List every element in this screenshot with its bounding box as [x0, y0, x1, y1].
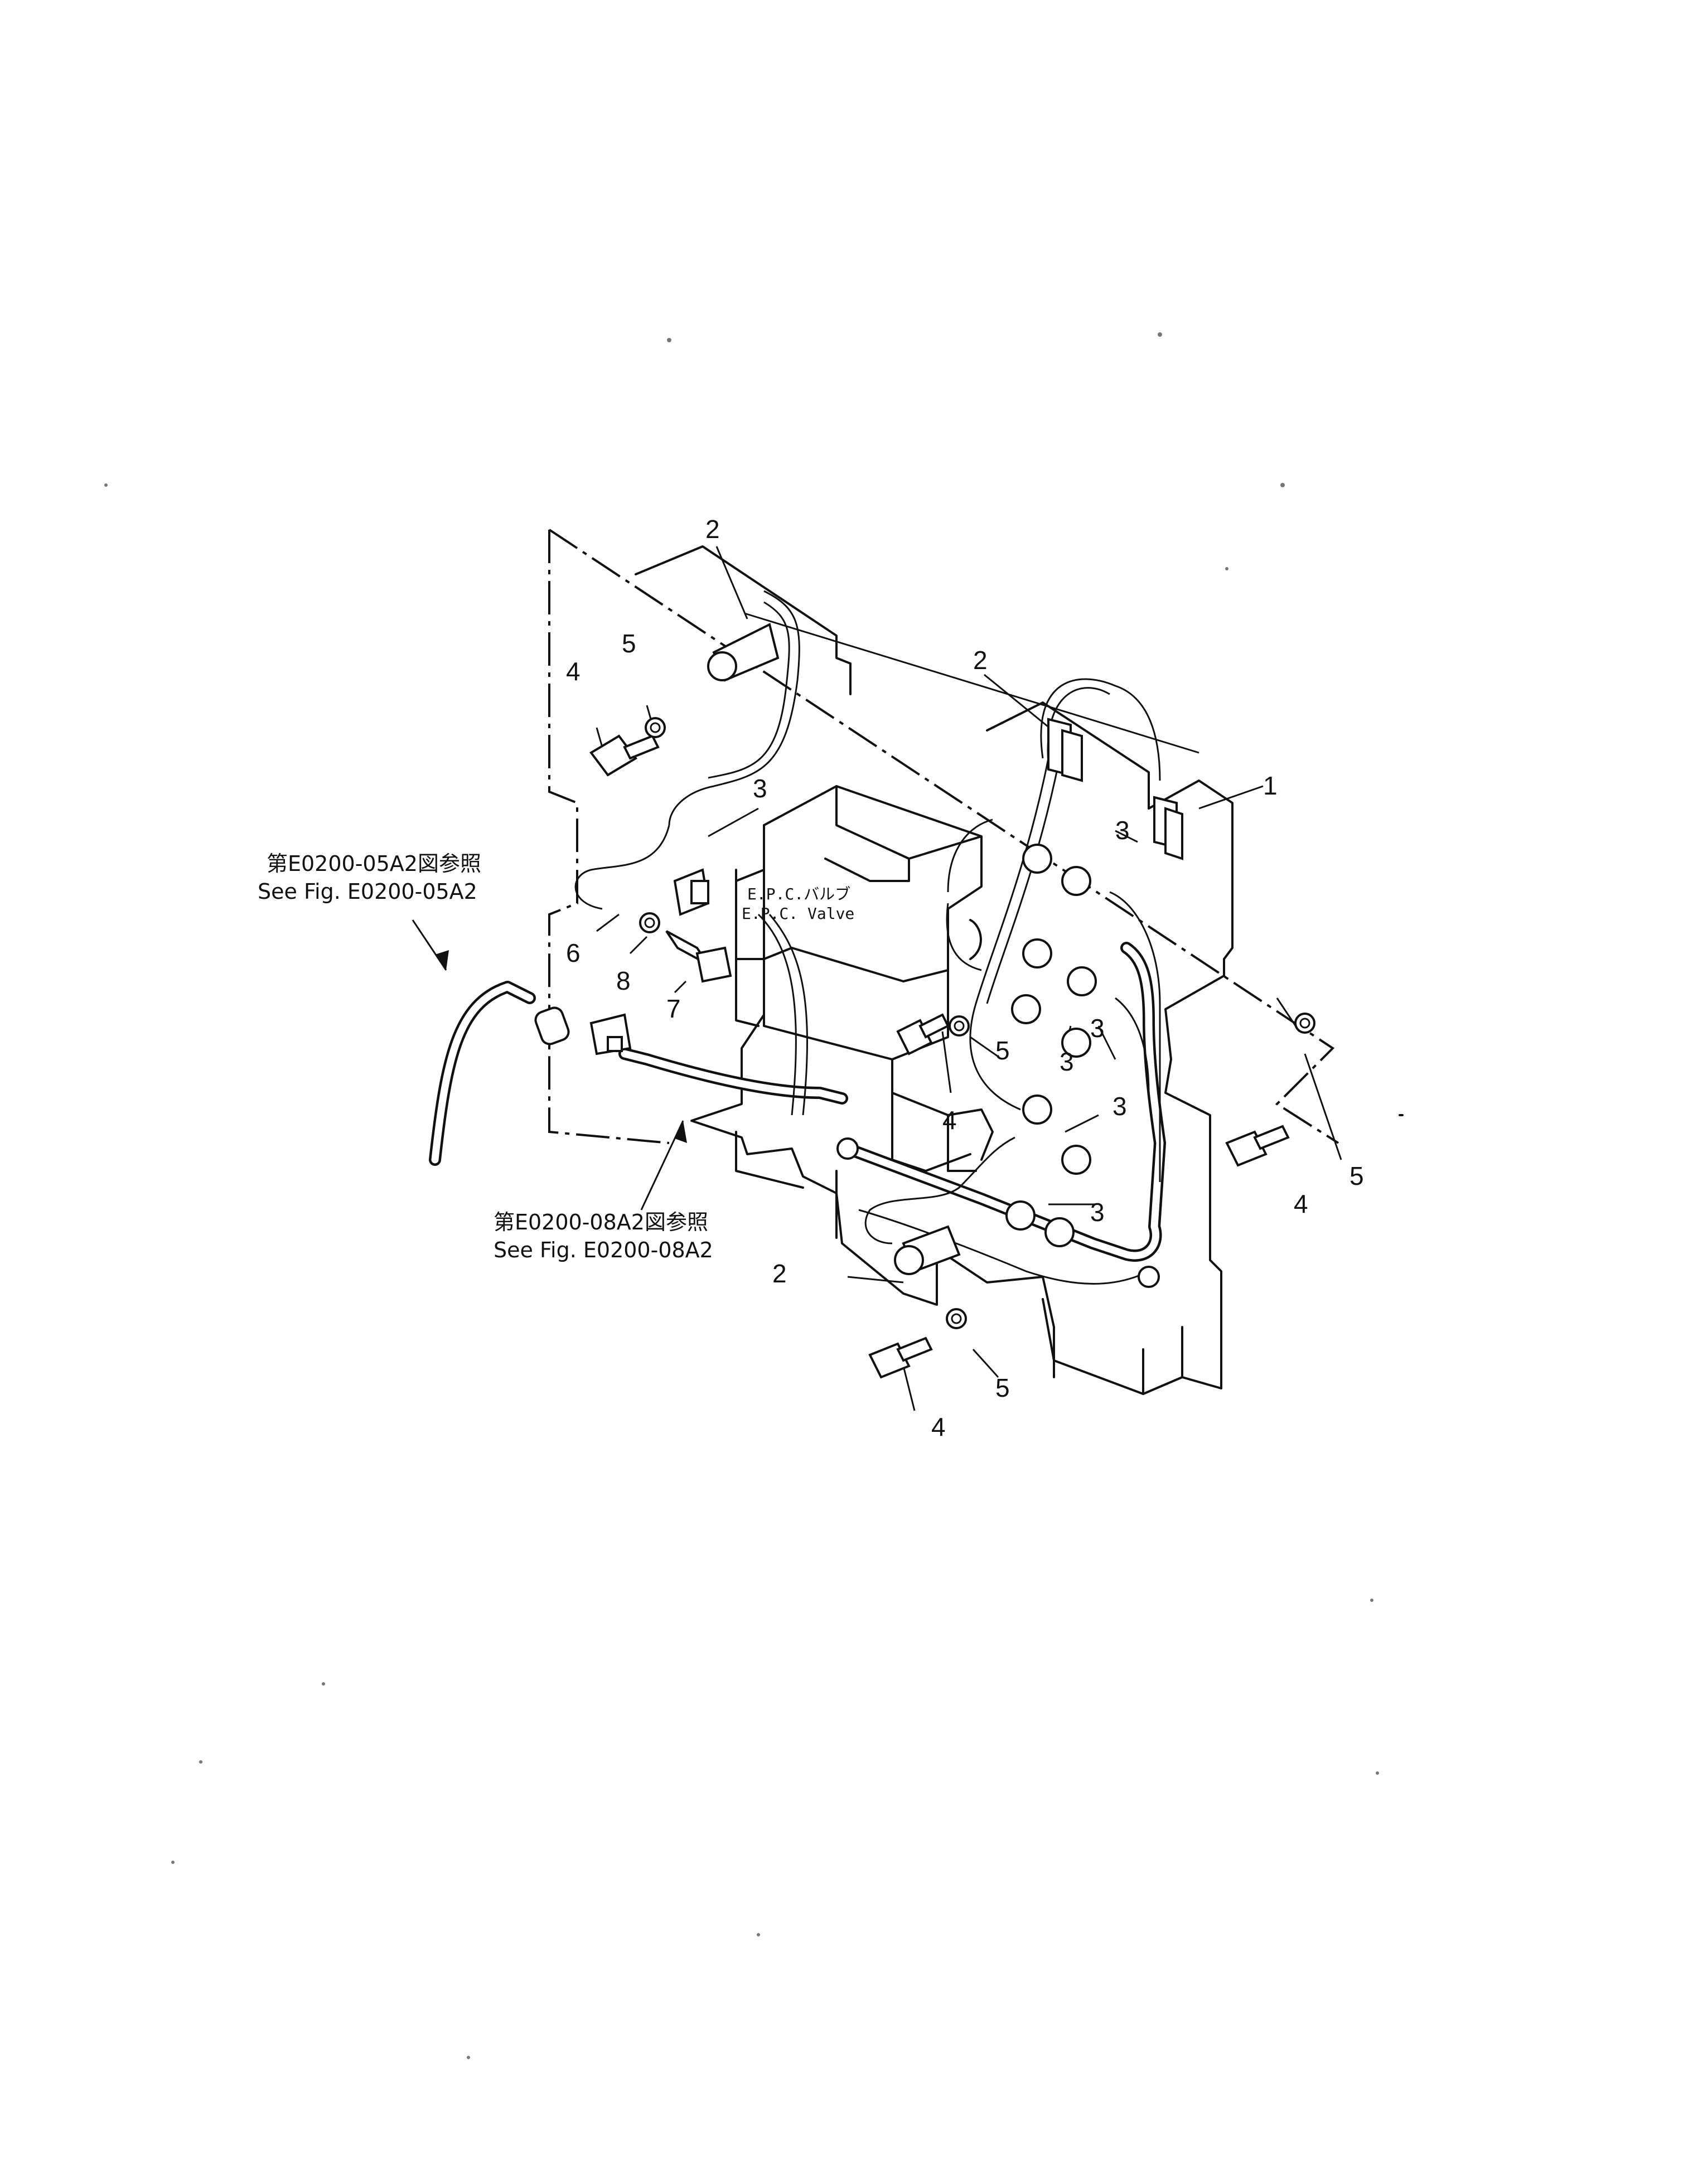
valve-body-outline: [635, 545, 1234, 1395]
scan-specks: [104, 332, 1379, 2059]
callout: 3: [1060, 1047, 1074, 1076]
callout: 2: [705, 515, 720, 544]
callout: 4: [942, 1106, 957, 1135]
reference-jp: 第E0200-08A2図参照: [494, 1210, 708, 1234]
reference-jp: 第E0200-05A2図参照: [267, 851, 481, 876]
callout: 6: [566, 938, 581, 967]
callout: 3: [1112, 1092, 1127, 1121]
leader-lines: [596, 546, 1404, 1411]
callout: 4: [1294, 1189, 1308, 1218]
callout: 8: [616, 966, 631, 995]
reference-en: See Fig. E0200-05A2: [258, 879, 477, 904]
reference-note-08A2: 第E0200-08A2図参照 See Fig. E0200-08A2: [494, 1210, 713, 1262]
epc-valve-label-jp: E.P.C.バルブ: [747, 885, 850, 903]
wiring-harness: [429, 590, 1166, 1285]
connectors: [534, 623, 1183, 1288]
callout: 3: [753, 774, 767, 803]
callout: 4: [566, 657, 581, 686]
callout: 3: [1115, 816, 1130, 845]
mounting-plate-outline: [548, 529, 1339, 1144]
callout: 3: [1090, 1014, 1105, 1043]
bolt-part-4: [589, 734, 660, 777]
callout: 5: [995, 1373, 1010, 1402]
callout: 2: [772, 1259, 787, 1288]
callout: 5: [622, 629, 636, 658]
bolt-part-4: [1225, 1125, 1290, 1167]
callout: 7: [666, 994, 681, 1023]
callout-numbers: 2 5 4 2 1 3 3 6 8 7 3 5 3 4 3 3 4 5 2 5 …: [566, 515, 1364, 1441]
callout: 3: [1090, 1198, 1105, 1227]
callout: 2: [973, 646, 988, 675]
callout: 5: [1349, 1161, 1364, 1190]
bolt-part-4: [896, 1013, 950, 1055]
reference-note-05A2: 第E0200-05A2図参照 See Fig. E0200-05A2: [258, 851, 481, 904]
epc-valve-label-en: E.P.C. Valve: [742, 904, 854, 923]
callout: 5: [995, 1036, 1010, 1065]
bolt-part-7: [665, 930, 732, 983]
bolt-part-4: [868, 1336, 933, 1379]
callout: 1: [1263, 771, 1278, 800]
fasteners: [589, 717, 1315, 1379]
reference-en: See Fig. E0200-08A2: [494, 1238, 713, 1262]
reference-arrows: [412, 919, 687, 1210]
callout: 4: [931, 1412, 946, 1441]
valve-body-edge: [735, 1131, 1183, 1395]
